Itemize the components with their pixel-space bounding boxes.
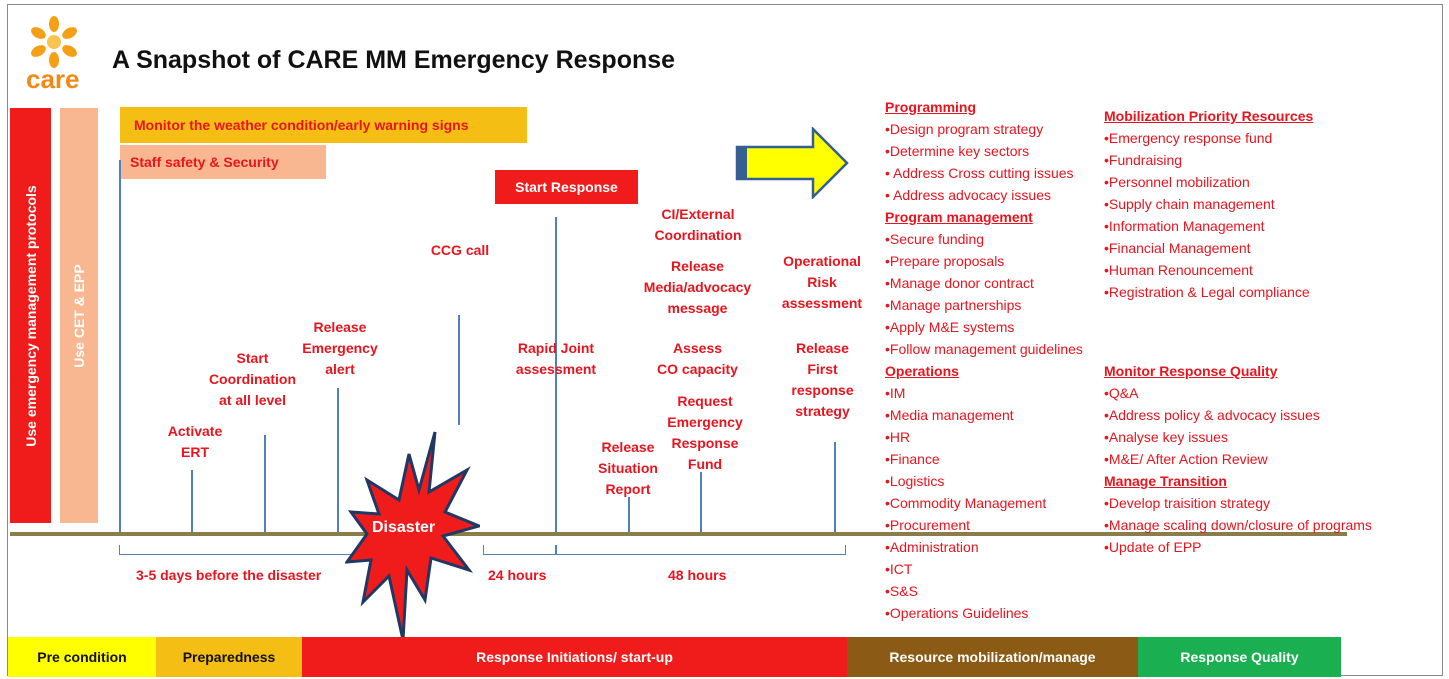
care-logo: care <box>26 14 82 96</box>
list-item: •Procurement <box>885 517 971 533</box>
list-item: •Fundraising <box>1104 152 1183 168</box>
list-item: •Administration <box>885 539 979 555</box>
list-item: •Manage scaling down/closure of programs <box>1104 517 1372 533</box>
list-item: • Address advocacy issues <box>885 187 1051 203</box>
h48-label: 48 hours <box>668 567 727 583</box>
list-item: •Q&A <box>1104 385 1139 401</box>
list-item: •Manage partnerships <box>885 297 1022 313</box>
protocols-bar: Use emergency management protocols <box>10 108 51 523</box>
list-item: •Determine key sectors <box>885 143 1030 159</box>
phase-preparedness: Preparedness <box>156 637 302 677</box>
logo-text: care <box>26 64 80 94</box>
list-item: •Information Management <box>1104 218 1265 234</box>
start-response-box: Start Response <box>495 170 638 204</box>
monitor-bar: Monitor the weather condition/early warn… <box>120 107 527 143</box>
list-item: •Logistics <box>885 473 945 489</box>
list-item: •Manage donor contract <box>885 275 1034 291</box>
ccg-call-label: CCG call <box>430 242 490 258</box>
list-item: •Commodity Management <box>885 495 1047 511</box>
disaster-starburst-icon <box>345 431 480 641</box>
before-bracket <box>119 545 370 555</box>
timeline-line <box>191 470 193 532</box>
list-item: •Prepare proposals <box>885 253 1005 269</box>
list-item: •Supply chain management <box>1104 196 1275 212</box>
list-item: • Address Cross cutting issues <box>885 165 1074 181</box>
before-label: 3-5 days before the disaster <box>136 567 322 583</box>
list-item: •IM <box>885 385 906 401</box>
right-arrow-icon <box>735 127 849 199</box>
cet-epp-bar: Use CET & EPP <box>60 108 98 523</box>
heading-operations: Operations <box>885 363 959 379</box>
timeline-line <box>337 388 339 532</box>
phase-resource-mobilization: Resource mobilization/manage <box>847 637 1138 677</box>
list-item: •Design program strategy <box>885 121 1044 137</box>
list-item: •Analyse key issues <box>1104 429 1228 445</box>
list-item: •Address policy & advocacy issues <box>1104 407 1320 423</box>
list-item: •Operations Guidelines <box>885 605 1029 621</box>
care-logo-icon <box>31 16 77 68</box>
list-item: •Media management <box>885 407 1014 423</box>
column-quality-transition: Monitor Response Quality •Q&A •Address p… <box>1104 360 1372 558</box>
list-item: •Secure funding <box>885 231 985 247</box>
disaster-label: Disaster <box>372 519 436 536</box>
phase-response-initiation: Response Initiations/ start-up <box>302 637 847 677</box>
safety-bar: Staff safety & Security <box>120 145 326 179</box>
cet-epp-label: Use CET & EPP <box>71 263 87 368</box>
h48-bracket <box>556 545 846 555</box>
timeline-line <box>264 435 266 532</box>
timeline-baseline <box>10 532 1347 536</box>
list-item: •Emergency response fund <box>1104 130 1273 146</box>
protocols-label: Use emergency management protocols <box>22 184 39 447</box>
list-item: •Follow management guidelines <box>885 341 1083 357</box>
heading-mobilization: Mobilization Priority Resources <box>1104 108 1314 124</box>
list-item: •M&E/ After Action Review <box>1104 451 1268 467</box>
phase-pre-condition: Pre condition <box>8 637 156 677</box>
timeline-line <box>628 497 630 532</box>
list-item: •S&S <box>885 583 918 599</box>
h24-label: 24 hours <box>488 567 547 583</box>
heading-manage-transition: Manage Transition <box>1104 473 1227 489</box>
timeline-line <box>119 160 121 532</box>
column-mobilization: Mobilization Priority Resources •Emergen… <box>1104 105 1313 303</box>
timeline-line <box>700 472 702 532</box>
list-item: •ICT <box>885 561 913 577</box>
list-item: •HR <box>885 429 911 445</box>
timeline-line <box>834 442 836 532</box>
timeline-line <box>555 217 557 532</box>
list-item: •Registration & Legal compliance <box>1104 284 1310 300</box>
list-item: •Update of EPP <box>1104 539 1202 555</box>
heading-monitor-quality: Monitor Response Quality <box>1104 363 1278 379</box>
heading-programming: Programming <box>885 99 977 115</box>
heading-program-management: Program management <box>885 209 1033 225</box>
list-item: •Human Renouncement <box>1104 262 1253 278</box>
page-title: A Snapshot of CARE MM Emergency Response <box>112 46 676 74</box>
phase-response-quality: Response Quality <box>1138 637 1341 677</box>
list-item: •Develop traisition strategy <box>1104 495 1270 511</box>
list-item: •Apply M&E systems <box>885 319 1015 335</box>
list-item: •Finance <box>885 451 940 467</box>
column-programming-ops: Programming •Design program strategy •De… <box>885 96 1083 624</box>
list-item: •Personnel mobilization <box>1104 174 1250 190</box>
h24-bracket <box>483 545 556 555</box>
timeline-line <box>458 315 460 425</box>
list-item: •Financial Management <box>1104 240 1251 256</box>
